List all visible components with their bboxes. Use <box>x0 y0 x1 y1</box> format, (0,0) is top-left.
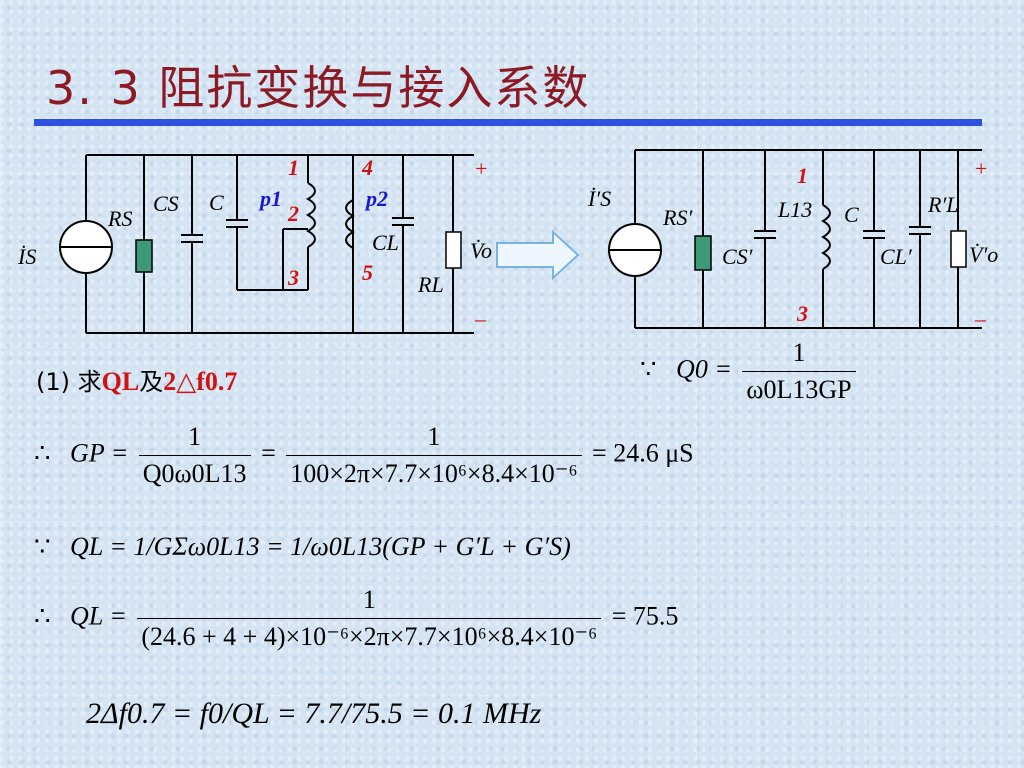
ql-definition: ∵ QL = 1/GΣω0L13 = 1/ω0L13(GP + G′L + G′… <box>34 532 571 562</box>
q0-equation: ∵ Q0 = 1 ω0L13GP <box>640 338 860 405</box>
ql-lhs: QL = <box>70 601 127 631</box>
bandwidth-equation: 2Δf0.7 = f0/QL = 7.7/75.5 = 0.1 MHz <box>86 697 541 731</box>
equiv-rl-resistor-icon <box>950 230 967 268</box>
q0-denominator: ω0L13GP <box>742 371 856 405</box>
circuit-right <box>608 149 982 329</box>
circuit-left <box>59 154 474 334</box>
gp-lhs: GP = <box>70 438 129 468</box>
rs-resistor-icon <box>135 239 153 273</box>
left-node-4: 4 <box>361 155 373 180</box>
q0-because: ∵ <box>640 354 657 384</box>
right-rl-label: R′L <box>927 192 959 217</box>
gp-fraction-1: 1 Q0ω0L13 <box>138 422 251 489</box>
right-rs-label: RS′ <box>662 205 693 230</box>
left-c-label: C <box>209 190 224 215</box>
right-node-1: 1 <box>797 163 808 188</box>
step-heading: (1) 求QL及2△f0.7 <box>36 362 237 397</box>
ql-definition-text: QL = 1/GΣω0L13 = 1/ω0L13(GP + G′L + G′S) <box>70 532 571 561</box>
left-minus-label: – <box>474 306 487 331</box>
q0-fraction: 1 ω0L13GP <box>742 338 856 405</box>
left-cl-label: CL <box>372 230 399 255</box>
left-cs-label: CS <box>153 191 179 216</box>
ql-denominator: (24.6 + 4 + 4)×10⁻⁶×2π×7.7×10⁶×8.4×10⁻⁶ <box>137 618 602 652</box>
left-rl-label: RL <box>417 272 444 297</box>
right-c-label: C <box>844 202 859 227</box>
left-vo-label: V̇o <box>470 238 492 263</box>
ql-numerator: 1 <box>362 585 376 614</box>
step-prefix: (1) 求 <box>36 368 102 396</box>
left-p1-label: p1 <box>258 186 282 211</box>
left-rs-label: RS <box>107 206 132 231</box>
equivalence-arrow-icon <box>496 229 580 281</box>
right-cl-label: CL′ <box>880 244 913 269</box>
right-vo-label: V̇′o <box>969 242 998 267</box>
left-source-label: İS <box>17 244 36 269</box>
right-minus-label: – <box>974 306 987 331</box>
left-node-5: 5 <box>362 260 373 285</box>
step-and: 及 <box>139 368 164 396</box>
right-cs-label: CS′ <box>722 244 754 269</box>
gp-equation: ∴ GP = 1 Q0ω0L13 = 1 100×2π×7.7×10⁶×8.4×… <box>34 422 694 489</box>
ql-value-equation: ∴ QL = 1 (24.6 + 4 + 4)×10⁻⁶×2π×7.7×10⁶×… <box>34 585 678 652</box>
right-l13-label: L13 <box>777 197 812 222</box>
circuit-diagrams: İS RS CS C p1 p2 CL RL V̇o 1 2 3 4 5 + –… <box>17 149 998 334</box>
gp-numerator-1: 1 <box>188 422 202 451</box>
gp-denominator-2: 100×2π×7.7×10⁶×8.4×10⁻⁶ <box>286 455 582 489</box>
gp-therefore: ∴ <box>34 438 51 468</box>
title-underline <box>34 119 982 126</box>
left-p2-label: p2 <box>364 186 388 211</box>
primary-coil-icon <box>305 182 316 248</box>
left-node-1: 1 <box>288 155 299 180</box>
equiv-rs-resistor-icon <box>694 235 712 271</box>
left-node-2: 2 <box>287 201 299 226</box>
step-ql: QL <box>101 367 140 396</box>
equiv-coil-icon <box>820 204 831 270</box>
slide-title: 3. 3 阻抗变换与接入系数 <box>46 61 591 115</box>
gp-result: = 24.6 μS <box>592 438 694 468</box>
secondary-coil-icon <box>345 199 356 249</box>
ql-therefore: ∴ <box>34 601 51 631</box>
left-node-3: 3 <box>287 265 299 290</box>
right-source-label: İ′S <box>587 186 611 211</box>
circuit-labels: İS RS CS C p1 p2 CL RL V̇o 1 2 3 4 5 + –… <box>17 155 998 331</box>
ql-fraction: 1 (24.6 + 4 + 4)×10⁻⁶×2π×7.7×10⁶×8.4×10⁻… <box>137 585 602 652</box>
gp-denominator-1: Q0ω0L13 <box>138 455 251 489</box>
right-plus-label: + <box>975 156 987 181</box>
q0-lhs: Q0 = <box>676 354 732 384</box>
rl-resistor-icon <box>445 231 462 269</box>
ql-because: ∵ <box>34 532 51 561</box>
gp-numerator-2: 1 <box>427 422 441 451</box>
step-df: 2△f0.7 <box>163 367 238 396</box>
right-node-3: 3 <box>796 301 808 326</box>
gp-fraction-2: 1 100×2π×7.7×10⁶×8.4×10⁻⁶ <box>286 422 582 489</box>
bandwidth-text: 2Δf0.7 = f0/QL = 7.7/75.5 = 0.1 MHz <box>86 697 542 730</box>
q0-numerator: 1 <box>792 338 806 367</box>
ql-result: = 75.5 <box>611 601 679 631</box>
left-plus-label: + <box>475 156 487 181</box>
